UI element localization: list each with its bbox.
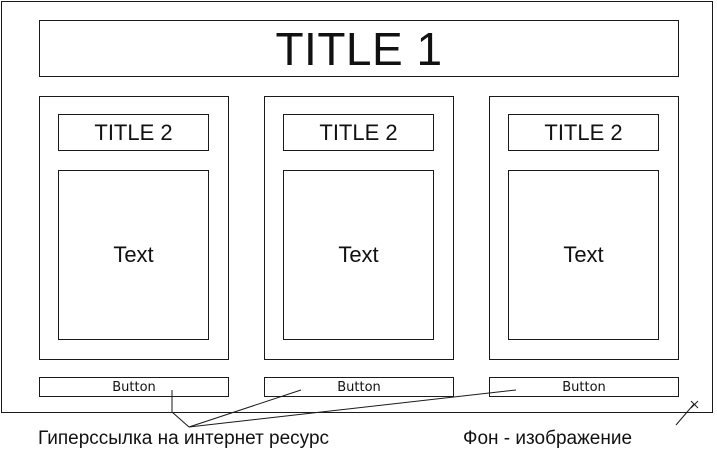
column-text-1: Text bbox=[58, 170, 209, 340]
hyperlink-pointer-2 bbox=[188, 389, 302, 428]
main-title: TITLE 1 bbox=[39, 20, 679, 77]
hyperlink-caption: Гиперссылка на интернет ресурс bbox=[38, 428, 330, 449]
hyperlink-pointer-base bbox=[171, 411, 190, 428]
background-caption: Фон - изображение bbox=[463, 428, 633, 449]
column-title-1: TITLE 2 bbox=[58, 114, 209, 151]
column-text-2: Text bbox=[283, 170, 434, 340]
column-title-2: TITLE 2 bbox=[283, 114, 434, 151]
background-pointer-cross-b bbox=[690, 400, 699, 409]
hyperlink-pointer-3 bbox=[188, 389, 517, 428]
background-frame bbox=[1, 1, 713, 413]
column-button-1[interactable]: Button bbox=[39, 377, 229, 397]
column-title-3: TITLE 2 bbox=[508, 114, 659, 151]
column-text-3: Text bbox=[508, 170, 659, 340]
column-button-2[interactable]: Button bbox=[264, 377, 454, 397]
column-button-3[interactable]: Button bbox=[489, 377, 679, 397]
